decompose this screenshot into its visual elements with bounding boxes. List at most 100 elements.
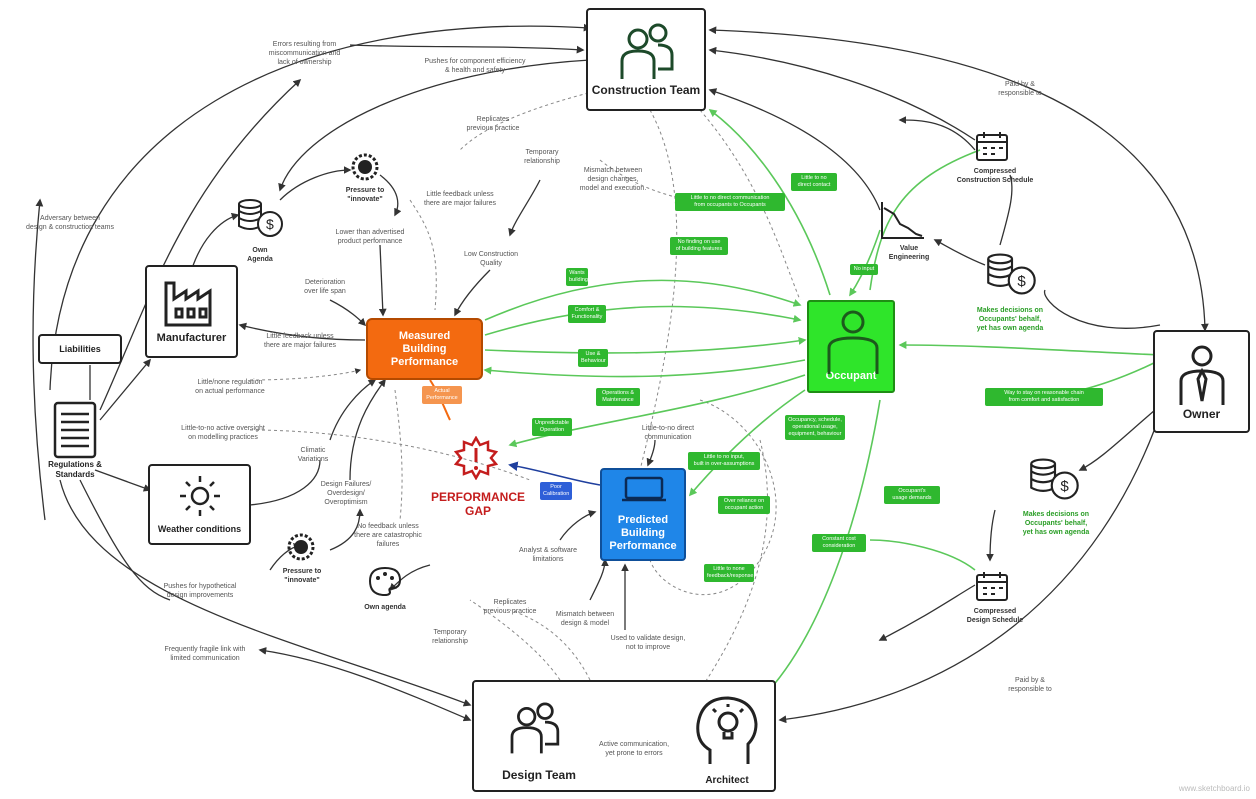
actual-performance-tag: Actual Performance [422, 386, 462, 404]
green-measured-occ-2 [484, 305, 802, 336]
dashed-bottom-1 [469, 599, 561, 681]
predicted-performance-node[interactable]: Predicted Building Performance [600, 468, 686, 561]
mismatch-top-label: Mismatch between design changes, model a… [579, 167, 647, 192]
value-engineering-label: Value Engineering [888, 245, 930, 261]
green-label-wants-building: Wants building [566, 268, 588, 286]
sun-icon [179, 475, 220, 516]
architect-head-icon [696, 696, 758, 764]
edge-cc-ve [898, 116, 976, 151]
construction-team-title: Construction Team [591, 82, 701, 97]
calendar-icon [976, 132, 1008, 161]
pressure-top-label: Pressure to "innovate" [345, 187, 385, 203]
declining-chart-icon [881, 202, 924, 239]
compressed-construction-label: Compressed Construction Schedule [956, 168, 1034, 184]
green-occ-construction [708, 109, 831, 296]
edge-lowcq-measured [454, 269, 491, 317]
dashed-replicates [459, 89, 601, 151]
dashed-oversight [249, 429, 531, 481]
green-label-direct-contact: Little to no direct contact [791, 173, 837, 191]
owner-agenda-top-label: Makes decisions on Occupants' behalf, ye… [976, 307, 1044, 332]
green-cds-occ [869, 539, 976, 571]
edge-reg-pushes [79, 479, 171, 601]
edge-owner-design [778, 398, 1167, 724]
green-label-reasonable-chain: Way to stay on reasonable chain from com… [985, 388, 1103, 406]
mismatch-bottom-label: Mismatch between design & model [555, 611, 615, 627]
little-regulation-label: Little/none regulation on actual perform… [195, 379, 265, 395]
errors-label: Errors resulting from miscommunication a… [268, 41, 341, 66]
analyst-label: Analyst & software limitations [519, 547, 577, 563]
regulations-title: Regulations & Standards [48, 460, 102, 479]
liabilities-node[interactable]: Liabilities [38, 334, 122, 364]
edge-deter-measured [329, 299, 367, 327]
measured-performance-node[interactable]: Measured Building Performance [366, 318, 483, 380]
measured-performance-title: Measured Building Performance [390, 329, 459, 368]
edge-reg-design [59, 479, 472, 707]
active-comm-label: Active communication, yet prone to error… [598, 741, 670, 757]
calendar-icon [976, 572, 1008, 601]
edge-adversary [32, 198, 46, 521]
design-team-node[interactable]: Design Team Architect Active communicati… [472, 680, 776, 792]
dashed-loop [649, 399, 777, 596]
replicates-top-label: Replicates previous practice [466, 116, 520, 132]
little-feedback-major-label: Little feedback unless there are major f… [424, 191, 496, 207]
edge-cc-construction [708, 46, 976, 141]
green-label-usage-demands: Occupant's usage demands [884, 486, 940, 504]
dashed-regulation [249, 368, 362, 381]
edge-pressure-design [329, 508, 364, 551]
svg-text:$: $ [266, 216, 274, 232]
dashed-construction-predicted [639, 109, 678, 471]
edge-reg-weather [94, 469, 152, 492]
edge-frequently [258, 647, 472, 722]
design-team-title: Design Team [502, 768, 576, 782]
edge-agenda-ve [933, 239, 986, 266]
green-label-occupant-action: Over reliance on occupant action [718, 496, 770, 514]
replicates-bottom-label: Replicates previous practice [483, 599, 537, 615]
occupant-title: Occupant [825, 370, 877, 382]
edge-ve-construction [708, 88, 881, 211]
owner-agenda-bottom-label: Makes decisions on Occupants' behalf, ye… [1022, 511, 1090, 536]
performance-gap-title: PERFORMANCE GAP [430, 490, 525, 518]
dashed-little-feedback [409, 199, 437, 311]
edge-owner-agenda-top [1043, 289, 1161, 329]
edge-climatic-measured [329, 379, 377, 441]
edge-pressure-lower [379, 174, 402, 217]
green-occ-measured-2 [483, 359, 806, 378]
edge-temporary-low [508, 179, 541, 237]
edge-agenda-pressure [279, 166, 352, 201]
gear-badge-icon [351, 153, 379, 181]
green-label-feedback-response: Little to none feedback/response [704, 564, 754, 582]
adversary-label: Adversary between design & construction … [26, 215, 114, 231]
owner-person-icon [1179, 345, 1224, 405]
manufacturer-title: Manufacturer [156, 331, 227, 344]
own-agenda-top-label: Own Agenda [247, 247, 273, 263]
green-owner-occ [898, 341, 1161, 356]
temporary-top-label: Temporary relationship [524, 149, 560, 165]
edge-owner-agenda-bot [1078, 409, 1156, 471]
green-label-constant-cost: Constant cost consideration [812, 534, 866, 552]
green-occ-design [758, 399, 881, 702]
owner-node[interactable]: Owner [1153, 330, 1250, 433]
occupant-node[interactable]: Occupant [807, 300, 895, 393]
own-agenda-bottom-label: Own agenda [364, 604, 406, 611]
little-oversight-label: Little-to-no active oversight on modelli… [181, 425, 265, 441]
dashed-occ-design [699, 439, 768, 691]
manufacturer-node[interactable]: Manufacturer [145, 265, 238, 358]
paid-bottom-label: Paid by & responsible to [1008, 677, 1052, 693]
green-label-unpredictable: Unpredictable Operation [532, 418, 572, 436]
team-icon [510, 702, 560, 754]
gear-badge-icon [287, 533, 315, 561]
predicted-performance-title: Predicted Building Performance [609, 514, 677, 552]
regulations-node[interactable]: Regulations & Standards [40, 400, 110, 490]
liabilities-title: Liabilities [59, 344, 101, 354]
edge-construction-owner [708, 26, 1209, 332]
green-label-occupancy: Occupancy, schedule, operational usage, … [785, 415, 845, 440]
edge-analyst-predicted [559, 510, 597, 541]
weather-title: Weather conditions [157, 523, 242, 534]
edge-measured-manuf [238, 322, 366, 341]
construction-team-node[interactable]: Construction Team [586, 8, 706, 111]
edge-agenda-cds [986, 509, 996, 562]
weather-node[interactable]: Weather conditions [148, 464, 251, 545]
pushes-hypothetical-label: Pushes for hypothetical design improveme… [163, 583, 237, 599]
document-list-icon [53, 401, 97, 459]
